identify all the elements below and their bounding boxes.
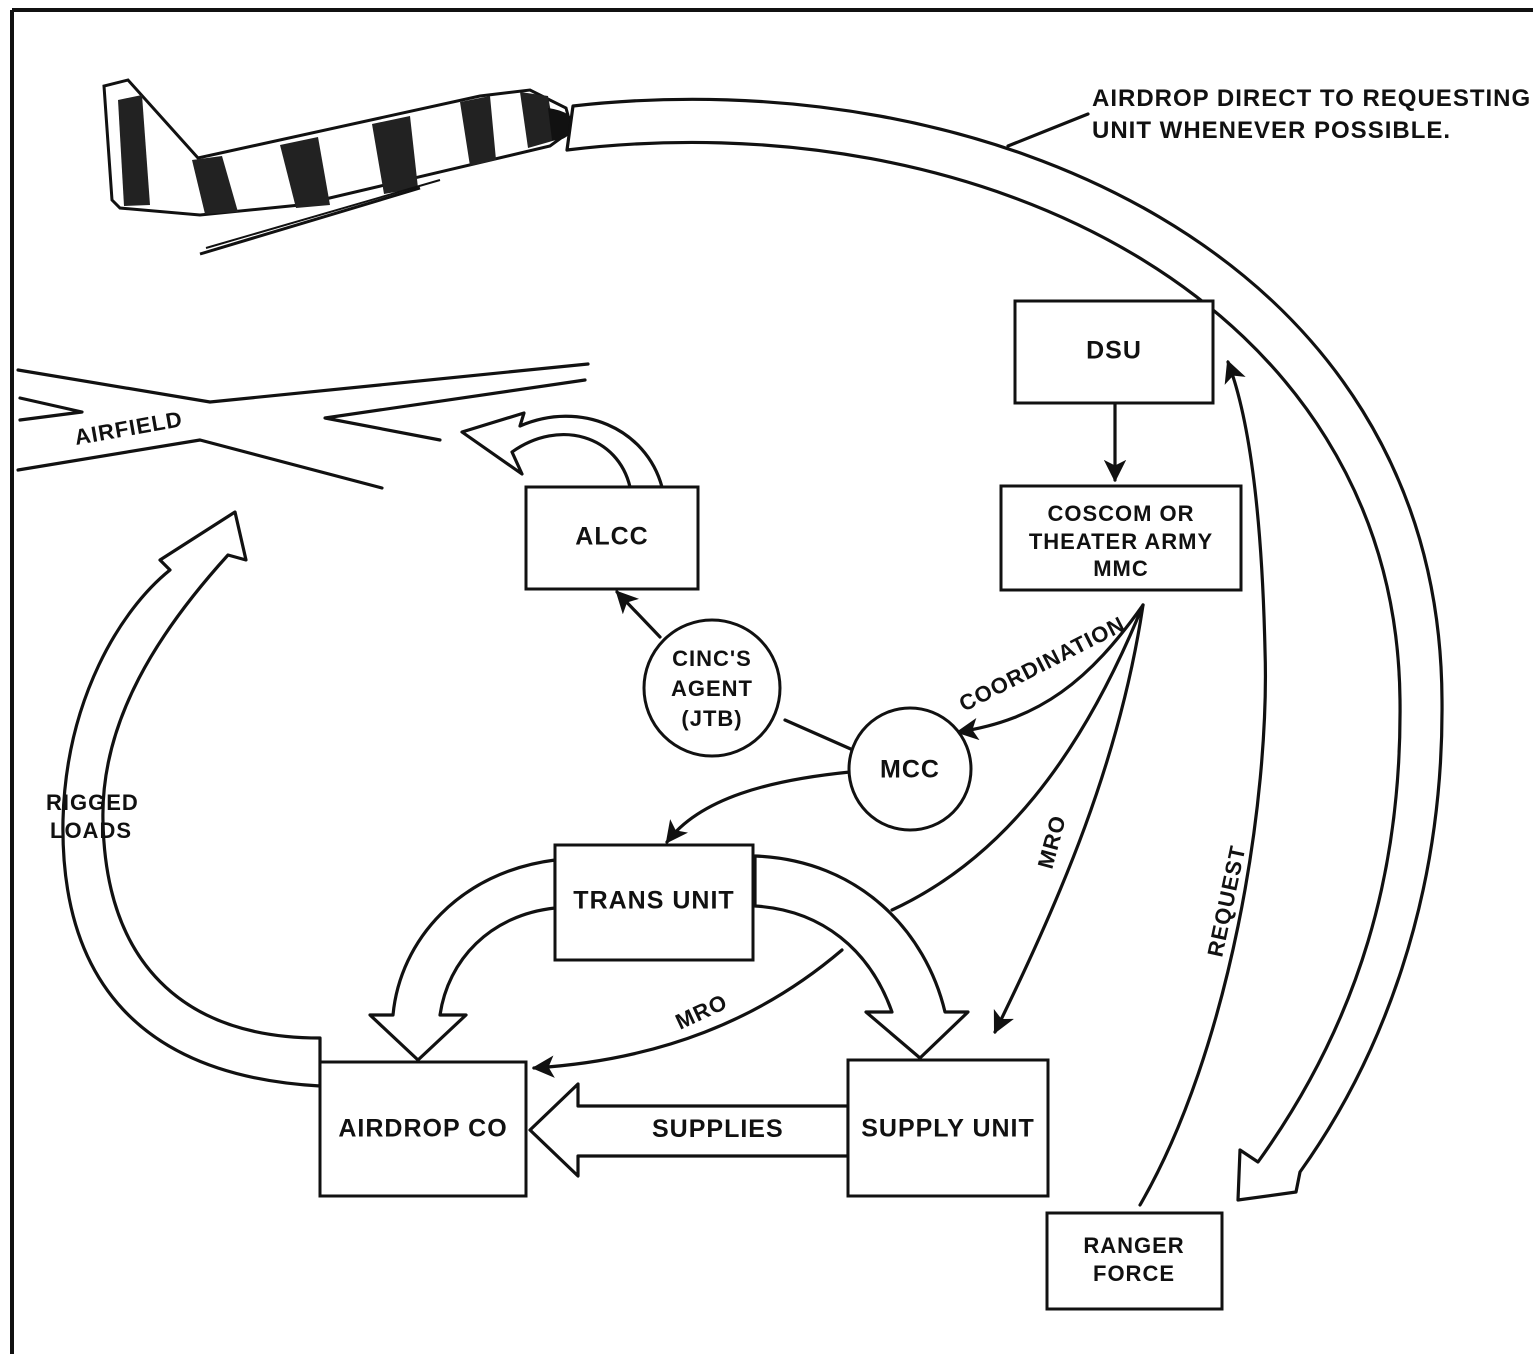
- coscom-line-3: MMC: [1093, 556, 1149, 581]
- airdrop-co-label: AIRDROP CO: [338, 1115, 507, 1143]
- cinc-agent-node: CINC'S AGENT (JTB): [642, 618, 782, 758]
- trans-unit-node: TRANS UNIT: [553, 843, 755, 962]
- airdrop-co-node: AIRDROP CO: [318, 1060, 528, 1198]
- ranger-force-node: RANGER FORCE: [1045, 1211, 1224, 1311]
- coscom-line-2: THEATER ARMY: [1029, 529, 1213, 554]
- airdrop-direct-flow-arrow: [565, 97, 1444, 1202]
- alcc-node: ALCC: [524, 485, 700, 591]
- coscom-node: COSCOM OR THEATER ARMY MMC: [999, 484, 1243, 592]
- cinc-line-3: (JTB): [681, 706, 742, 731]
- alcc-to-airfield-arrow: [460, 411, 664, 489]
- trans-to-supply-arrow: [753, 854, 970, 1060]
- ranger-line-1: RANGER: [1083, 1233, 1184, 1258]
- annotation-line-1: AIRDROP DIRECT TO REQUESTING: [1092, 85, 1531, 112]
- aircraft-illustration: [102, 78, 575, 256]
- rigged-loads-line-1: RIGGED: [46, 790, 139, 815]
- cinc-line-1: CINC'S: [672, 646, 752, 671]
- airfield-runway: [16, 362, 590, 490]
- dsu-label: DSU: [1086, 337, 1142, 365]
- supplies-label: SUPPLIES: [652, 1115, 784, 1143]
- annotation-line-2: UNIT WHENEVER POSSIBLE.: [1092, 117, 1451, 144]
- page-frame: [10, 8, 1533, 1354]
- supply-unit-node: SUPPLY UNIT: [846, 1058, 1050, 1198]
- dsu-node: DSU: [1013, 299, 1215, 405]
- mro-right-label: MRO: [1033, 812, 1071, 871]
- ranger-line-2: FORCE: [1093, 1261, 1175, 1286]
- trans-unit-label: TRANS UNIT: [573, 887, 734, 915]
- cinc-line-2: AGENT: [671, 676, 753, 701]
- rigged-loads-arrow: [61, 510, 322, 1088]
- coscom-line-1: COSCOM OR: [1047, 501, 1194, 526]
- rigged-loads-line-2: LOADS: [50, 818, 132, 843]
- mcc-node: MCC: [847, 706, 973, 832]
- trans-to-airdrop-arrow: [368, 858, 557, 1062]
- airfield-label: AIRFIELD: [73, 406, 185, 450]
- annotation-leader-line: [1006, 112, 1090, 148]
- alcc-label: ALCC: [575, 523, 648, 551]
- supply-unit-label: SUPPLY UNIT: [861, 1115, 1035, 1143]
- coordination-label: COORDINATION: [955, 611, 1129, 716]
- supplies-arrow: [528, 1082, 850, 1178]
- mcc-label: MCC: [880, 756, 940, 784]
- mro-left-label: MRO: [672, 989, 732, 1035]
- connector-lines: [531, 359, 1267, 1207]
